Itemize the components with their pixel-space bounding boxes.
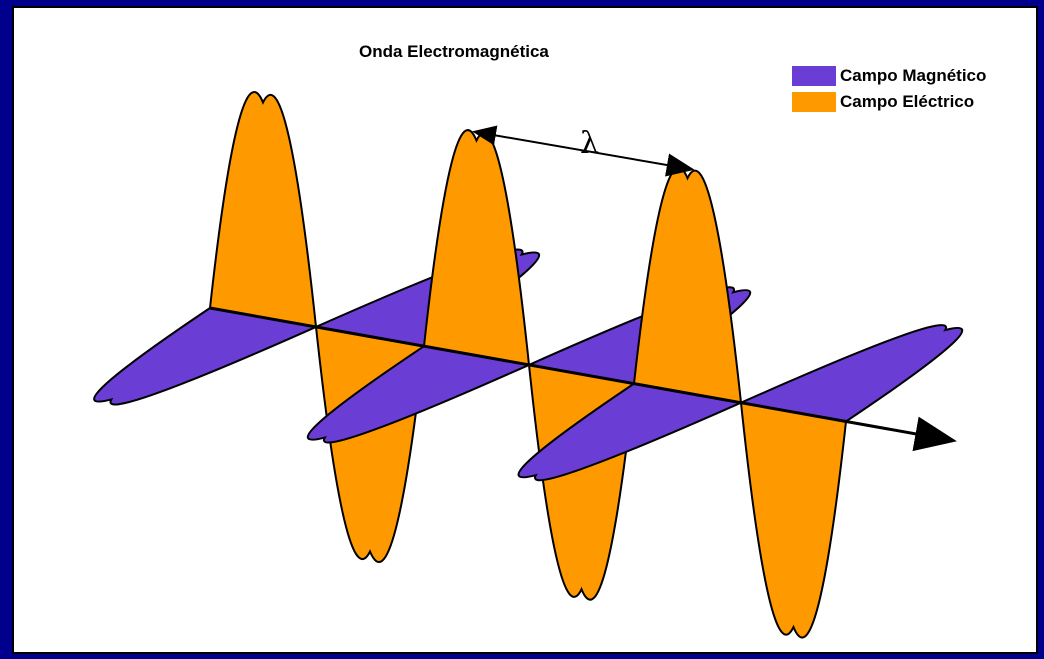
electric-field-lobe xyxy=(208,91,318,329)
electromagnetic-wave-diagram xyxy=(93,91,964,639)
legend-label-electric: Campo Eléctrico xyxy=(840,92,975,111)
wavelength-arrow xyxy=(472,125,695,177)
magnetic-field-lobe xyxy=(737,324,964,423)
magnetic-field-lobe xyxy=(93,306,320,406)
propagation-axis-arrow xyxy=(209,306,957,452)
wavelength-label: λ xyxy=(580,126,600,161)
magnetic-field-lobe xyxy=(306,345,533,444)
wave-layer xyxy=(93,91,964,639)
legend-item-magnetic: Campo Magnético xyxy=(792,66,986,86)
legend-swatch-electric xyxy=(792,92,836,112)
diagram-title: Onda Electromagnética xyxy=(359,42,549,61)
legend-item-electric: Campo Eléctrico xyxy=(792,92,974,112)
magnetic-field-lobe xyxy=(517,382,745,482)
electric-field-lobe xyxy=(422,129,531,367)
electric-field-lobe xyxy=(632,166,743,404)
legend-label-magnetic: Campo Magnético xyxy=(840,66,987,85)
legend-swatch-magnetic xyxy=(792,66,836,86)
electric-field-lobe xyxy=(739,401,848,639)
diagram-panel: λ Onda Electromagnética Campo Magnético … xyxy=(12,6,1038,654)
